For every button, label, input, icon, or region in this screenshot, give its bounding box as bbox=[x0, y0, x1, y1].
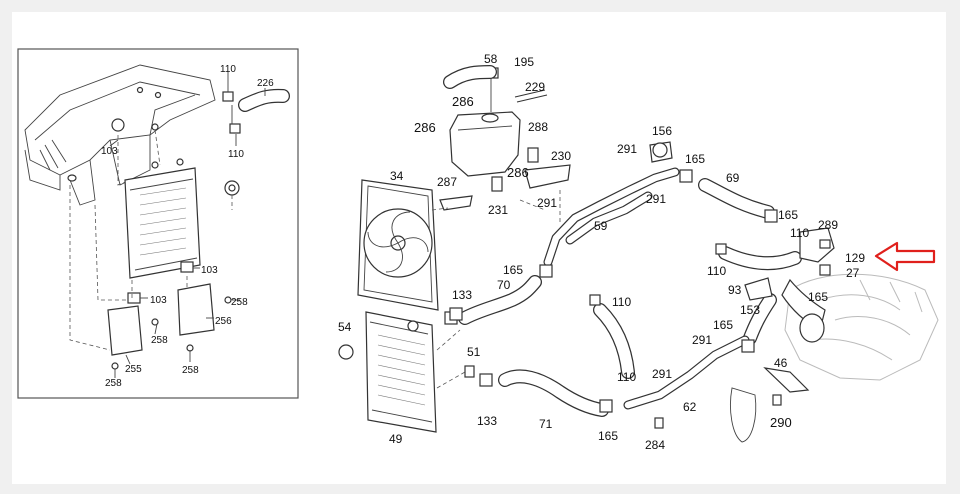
engine-outline bbox=[784, 273, 939, 381]
inset-part-label-110: 110 bbox=[220, 64, 236, 75]
part-label-93: 93 bbox=[728, 283, 742, 297]
part-label-291: 291 bbox=[617, 142, 637, 156]
part-label-46: 46 bbox=[774, 356, 788, 370]
part-label-110: 110 bbox=[612, 295, 631, 309]
part-label-290: 290 bbox=[770, 415, 792, 430]
part-label-165: 165 bbox=[778, 208, 798, 222]
inset-part-label-110: 110 bbox=[228, 149, 244, 160]
part-label-286: 286 bbox=[507, 165, 529, 180]
part-label-291: 291 bbox=[537, 196, 557, 210]
part-label-69: 69 bbox=[726, 171, 740, 185]
inset-leader-lines bbox=[69, 129, 233, 351]
inset-part-label-258: 258 bbox=[151, 335, 168, 346]
inset-frame bbox=[17, 48, 299, 399]
inset-part-label-226: 226 bbox=[257, 78, 274, 89]
part-label-70: 70 bbox=[497, 278, 511, 292]
part-label-133: 133 bbox=[477, 414, 497, 428]
part-label-287: 287 bbox=[437, 175, 457, 189]
part-label-291: 291 bbox=[646, 192, 666, 206]
part-label-286: 286 bbox=[452, 94, 474, 109]
part-label-59: 59 bbox=[594, 219, 608, 233]
part-label-195: 195 bbox=[514, 55, 534, 69]
inset-radiator bbox=[124, 158, 240, 279]
part-label-291: 291 bbox=[652, 367, 672, 381]
inset-part-label-258: 258 bbox=[105, 378, 122, 389]
inset-part-label-103: 103 bbox=[101, 146, 118, 157]
part-label-62: 62 bbox=[683, 400, 697, 414]
inset-part-label-103: 103 bbox=[201, 265, 218, 276]
part-label-286: 286 bbox=[414, 120, 436, 135]
part-label-133: 133 bbox=[452, 288, 472, 302]
part-label-284: 284 bbox=[645, 438, 665, 452]
part-label-129: 129 bbox=[845, 251, 865, 265]
part-label-34: 34 bbox=[390, 169, 404, 183]
inset-part-label-258: 258 bbox=[182, 365, 199, 376]
part-label-229: 229 bbox=[525, 80, 545, 94]
coolant-reservoir bbox=[439, 65, 571, 211]
fan-shroud bbox=[357, 179, 439, 311]
part-label-110: 110 bbox=[790, 226, 809, 240]
part-label-54: 54 bbox=[338, 320, 352, 334]
part-label-156: 156 bbox=[652, 124, 672, 138]
part-label-110: 110 bbox=[707, 264, 726, 278]
thermostat-housing bbox=[449, 169, 835, 443]
part-label-291: 291 bbox=[692, 333, 712, 347]
inset-part-label-258: 258 bbox=[231, 297, 248, 308]
inset-hose-226 bbox=[222, 88, 290, 134]
inset-mounts bbox=[107, 261, 232, 370]
inset-view bbox=[17, 48, 299, 399]
part-label-165: 165 bbox=[598, 429, 618, 443]
part-label-289: 289 bbox=[818, 218, 838, 232]
hoses bbox=[458, 178, 802, 417]
part-label-230: 230 bbox=[551, 149, 571, 163]
part-label-165: 165 bbox=[713, 318, 733, 332]
radiator bbox=[338, 311, 475, 433]
inset-part-label-255: 255 bbox=[125, 364, 142, 375]
part-label-165: 165 bbox=[685, 152, 705, 166]
inset-part-label-256: 256 bbox=[215, 316, 232, 327]
part-label-51: 51 bbox=[467, 345, 481, 359]
part-label-165: 165 bbox=[808, 290, 828, 304]
part-label-27: 27 bbox=[846, 266, 860, 280]
pipes bbox=[543, 141, 750, 410]
part-label-49: 49 bbox=[389, 432, 403, 446]
part-label-288: 288 bbox=[528, 120, 548, 134]
part-label-71: 71 bbox=[539, 417, 553, 431]
part-label-153: 153 bbox=[740, 303, 760, 317]
inset-chassis bbox=[24, 64, 216, 206]
inset-part-label-103: 103 bbox=[150, 295, 167, 306]
part-label-165: 165 bbox=[503, 263, 523, 277]
part-label-58: 58 bbox=[484, 52, 498, 66]
main-leader-lines bbox=[431, 190, 561, 389]
callout-arrow bbox=[874, 241, 936, 272]
part-label-231: 231 bbox=[488, 203, 508, 217]
part-label-110: 110 bbox=[617, 370, 636, 384]
